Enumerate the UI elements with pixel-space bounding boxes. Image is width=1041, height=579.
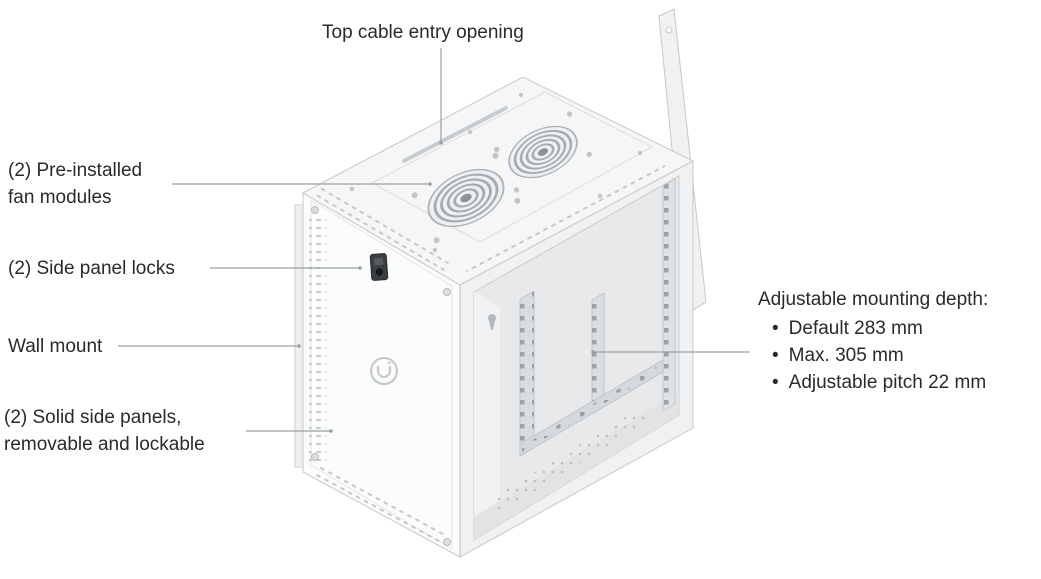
ubiquiti-logo-icon	[369, 356, 399, 386]
cable-entry-slot	[402, 106, 508, 163]
mounting-depth-list: • Default 283 mm • Max. 305 mm • Adjusta…	[758, 315, 988, 396]
callout-fan-modules: (2) Pre-installed fan modules	[8, 157, 142, 211]
cabinet-top-face	[301, 76, 695, 286]
callout-wall-mount: Wall mount	[8, 336, 103, 357]
mounting-depth-item-text: Adjustable pitch 22 mm	[788, 372, 987, 393]
mounting-depth-title: Adjustable mounting depth:	[758, 289, 989, 310]
callout-side-panels: (2) Solid side panels, removable and loc…	[4, 404, 205, 458]
mounting-depth-item-text: Max. 305 mm	[788, 345, 904, 366]
mounting-rail	[519, 290, 664, 457]
callout-side-panel-locks: (2) Side panel locks	[8, 258, 175, 279]
side-panel-lock	[369, 253, 389, 281]
fan-icon	[411, 152, 521, 244]
leader-lines	[118, 48, 750, 433]
bullet: •	[772, 318, 779, 339]
rack-rail	[662, 178, 676, 412]
callout-fan-modules-line1: (2) Pre-installed	[8, 160, 143, 181]
callout-side-panels-line1: (2) Solid side panels,	[4, 407, 182, 428]
callout-fan-modules-line2: fan modules	[8, 187, 112, 208]
cabinet-door	[302, 192, 461, 558]
mounting-depth-item: • Max. 305 mm	[772, 342, 988, 369]
mounting-depth-item: • Adjustable pitch 22 mm	[772, 369, 988, 396]
mounting-depth-item-text: Default 283 mm	[788, 318, 923, 339]
bullet: •	[772, 345, 779, 366]
callout-top-cable-entry: Top cable entry opening	[322, 22, 524, 43]
keyhole-icon	[488, 314, 496, 330]
bullet: •	[772, 372, 779, 393]
callout-mounting-depth: Adjustable mounting depth: • Default 283…	[758, 286, 988, 396]
mounting-depth-item: • Default 283 mm	[772, 315, 988, 342]
callout-side-panels-line2: removable and lockable	[4, 434, 205, 455]
cabinet-interior	[459, 160, 694, 558]
fan-icon	[494, 111, 592, 193]
